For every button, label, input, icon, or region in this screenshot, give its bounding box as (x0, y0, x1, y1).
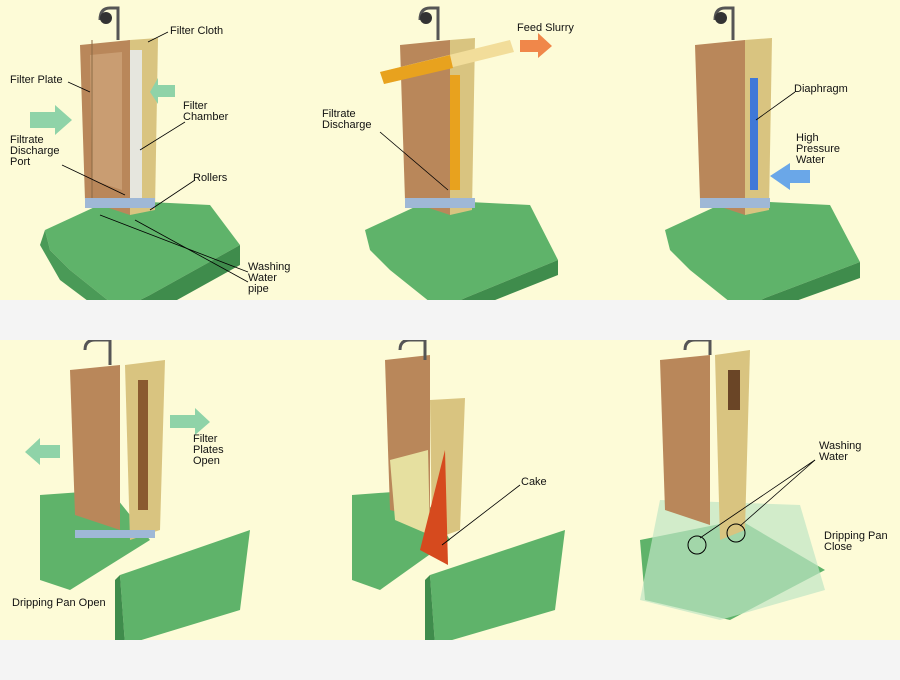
label-dripping-pan-open: Dripping Pan Open (12, 597, 106, 609)
panel-diaphragm: Diaphragm High Pressure Water (600, 0, 900, 300)
arrow-right-icon (170, 408, 210, 435)
nozzle-marker-left (687, 535, 707, 555)
arrow-out-icon (150, 78, 175, 104)
label-washing-water-pipe: Washing Water pipe (248, 261, 291, 295)
hanger-frame (713, 6, 735, 40)
hanger-frame (398, 340, 427, 360)
label-filter-plates-open: Filter Plates Open (193, 433, 224, 467)
panel-washing: Washing Water Dripping Pan Close (600, 340, 900, 640)
panel-cake-discharge: Cake (300, 340, 600, 640)
filter-plate-right (715, 350, 750, 540)
label-filter-cloth: Filter Cloth (170, 25, 224, 37)
filter-plate-left (70, 365, 120, 530)
cake-wedge (420, 450, 448, 565)
roller-top (100, 12, 112, 24)
water-spray (640, 500, 825, 620)
arrow-in-icon (30, 105, 72, 135)
rollers-rail (85, 198, 155, 208)
hanger-frame (83, 340, 112, 365)
label-filtrate-discharge: Filtrate Discharge (322, 108, 372, 131)
label-cake: Cake (521, 476, 547, 488)
filter-plate (695, 40, 745, 215)
panel-feed-slurry: Feed Slurry Filtrate Discharge (300, 0, 600, 300)
roller-top (715, 12, 727, 24)
cake-discharge-illustration (352, 340, 565, 640)
high-pressure-arrow-icon (770, 163, 810, 190)
cloth (390, 450, 430, 535)
label-filtrate-discharge-port: Filtrate Discharge Port (10, 134, 60, 168)
filter-plate (400, 40, 450, 215)
plates-open-illustration (25, 340, 250, 640)
rollers-rail (700, 198, 770, 208)
label-washing-water: Washing Water (819, 440, 862, 463)
filter-plate-left (660, 355, 710, 525)
dripping-pan-left (40, 490, 150, 590)
panel-plates-open: Filter Plates Open Dripping Pan Open (0, 340, 300, 640)
dripping-pan-open (430, 530, 565, 640)
arrow-left-icon (25, 438, 60, 465)
diaphragm-membrane (750, 78, 758, 190)
hanger-frame (683, 340, 712, 355)
filter-chamber (130, 50, 142, 200)
dripping-pan-base (665, 200, 860, 300)
label-feed-slurry: Feed Slurry (517, 22, 574, 34)
diaphragm-illustration (665, 6, 860, 300)
hanger-frame (418, 6, 440, 40)
feed-arrow-icon (520, 33, 552, 58)
rollers-rail (405, 198, 475, 208)
rollers-rail (75, 530, 155, 538)
washing-illustration (640, 340, 825, 620)
panel-filter-structure: Filter Cloth Filter Plate Filter Chamber… (0, 0, 300, 300)
separator-band (0, 300, 900, 340)
filter-structure-illustration (30, 6, 249, 300)
dripping-pan-base (45, 200, 240, 300)
nozzle-marker-right (726, 523, 746, 543)
label-rollers: Rollers (193, 172, 228, 184)
label-diaphragm: Diaphragm (794, 83, 848, 95)
label-high-pressure-water: High Pressure Water (796, 132, 841, 166)
roller-top (420, 12, 432, 24)
dripping-pan-open (120, 530, 250, 640)
feed-slurry-illustration (365, 6, 558, 300)
bottom-margin (0, 640, 900, 680)
hanger-frame (98, 6, 120, 40)
label-filter-plate: Filter Plate (10, 74, 63, 86)
dripping-pan-base (365, 200, 558, 300)
slurry-chamber (450, 75, 460, 190)
label-filter-chamber: Filter Chamber (183, 100, 229, 123)
label-dripping-pan-close: Dripping Pan Close (824, 530, 888, 553)
